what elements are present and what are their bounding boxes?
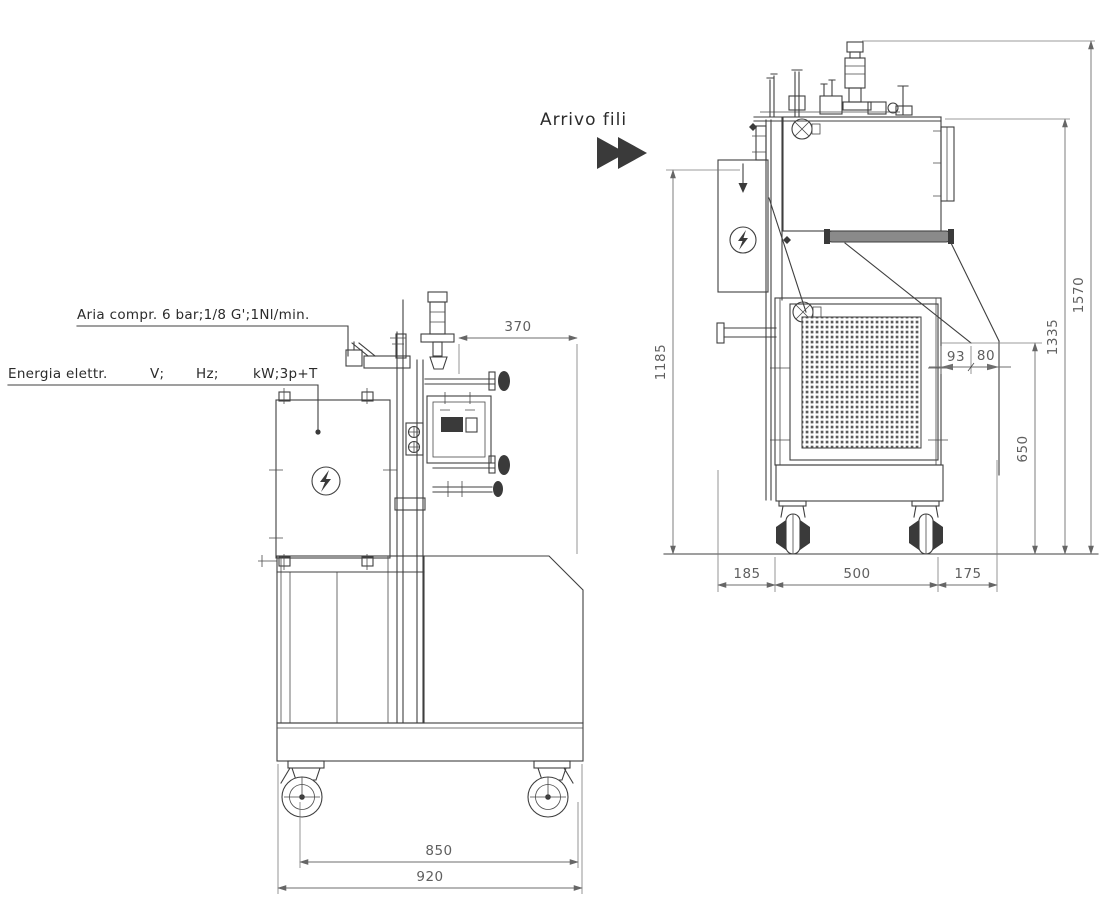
side-chute [844, 242, 1000, 476]
dim-175-label: 175 [954, 566, 981, 582]
front-mast-column [394, 299, 426, 724]
side-handle [716, 322, 777, 344]
dimension-920: 920 [277, 764, 583, 894]
wire-entry-arrow-icon [738, 163, 748, 193]
front-feed-head [405, 371, 510, 497]
air-supply-callout: Aria compr. 6 bar;1/8 G';1Nl/min. [76, 307, 349, 357]
side-left-caster [776, 500, 810, 555]
air-supply-label: Aria compr. 6 bar;1/8 G';1Nl/min. [77, 307, 310, 323]
dimension-185-500-175: 185 500 175 [717, 460, 998, 592]
front-lower-frame [258, 555, 425, 724]
power-kw-label: kW;3p+T [253, 366, 318, 382]
dimension-850: 850 [299, 802, 579, 868]
power-supply-callout: Energia elettr. V; Hz; kW;3p+T [7, 366, 319, 431]
side-electrical-cabinet [717, 159, 769, 293]
dim-93-label: 93 [947, 349, 965, 365]
side-roller [824, 229, 954, 244]
power-supply-label: Energia elettr. [8, 366, 108, 382]
dim-80-label: 80 [977, 348, 995, 364]
dim-1570-label: 1570 [1071, 277, 1087, 313]
front-view: 370 850 920 Aria compr. 6 bar;1/8 G';1Nl… [7, 291, 584, 894]
front-air-filter-unit [345, 291, 455, 370]
double-right-arrow-icon [597, 137, 647, 169]
dim-650-label: 650 [1015, 435, 1031, 462]
side-view: Arrivo fili [540, 40, 1099, 592]
side-right-caster [909, 500, 943, 555]
perforated-panel [801, 316, 922, 449]
wire-arrival-callout: Arrivo fili [540, 110, 647, 169]
front-right-caster [527, 760, 574, 818]
electrical-hazard-icon [311, 466, 341, 496]
wire-arrival-label: Arrivo fili [540, 110, 627, 130]
front-base-frame [276, 722, 584, 762]
dim-920-label: 920 [416, 869, 443, 885]
side-upper-box [782, 116, 955, 232]
power-freq-label: Hz; [196, 366, 219, 382]
dim-1185-label: 1185 [653, 344, 669, 380]
wire-guide-pulleys [791, 118, 822, 323]
dim-185-label: 185 [733, 566, 760, 582]
dimension-370: 370 [458, 319, 578, 554]
side-top-assembly [753, 41, 942, 122]
dimension-93-80: 93 80 [929, 346, 1011, 374]
dim-1335-label: 1335 [1045, 319, 1061, 355]
side-mast-column [749, 116, 807, 501]
dimension-1335: 1335 [945, 118, 1070, 555]
dim-500-label: 500 [843, 566, 870, 582]
dim-850-label: 850 [425, 843, 452, 859]
dimension-1570: 1570 [862, 40, 1095, 555]
side-base-frame [775, 464, 944, 502]
side-body-frame [716, 297, 948, 466]
front-body-chamfered [424, 555, 584, 724]
electrical-hazard-icon [729, 226, 757, 254]
dimension-1185: 1185 [653, 169, 740, 555]
front-electrical-cabinet [269, 388, 397, 570]
dimension-650: 650 [941, 342, 1042, 555]
front-left-caster [280, 760, 325, 818]
power-volt-label: V; [150, 366, 164, 382]
dim-370-label: 370 [504, 319, 531, 335]
